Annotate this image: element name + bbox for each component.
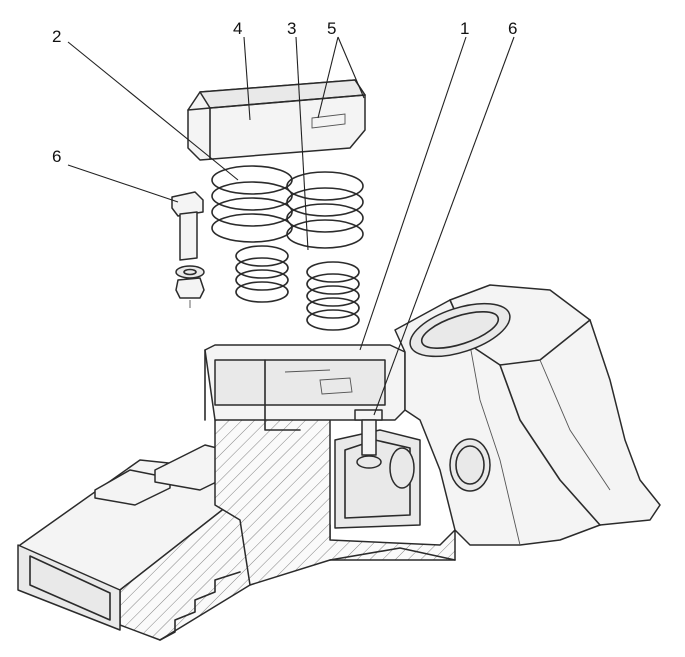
spring-outer-right bbox=[286, 171, 364, 249]
callout-1: 1 bbox=[460, 19, 469, 38]
wedge-cap bbox=[187, 79, 366, 161]
spring-inner-right bbox=[306, 261, 360, 331]
callout-4: 4 bbox=[233, 19, 242, 38]
callout-2: 2 bbox=[52, 27, 61, 46]
bolt-loose bbox=[171, 191, 205, 308]
bolt-installed bbox=[354, 409, 383, 469]
callout-3: 3 bbox=[287, 19, 296, 38]
housing-body bbox=[17, 284, 661, 641]
spring-outer-left bbox=[211, 165, 293, 243]
callout-5: 5 bbox=[327, 19, 336, 38]
callout-leaders bbox=[67, 36, 515, 416]
callout-6-right: 6 bbox=[508, 19, 517, 38]
spring-inner-left bbox=[235, 245, 289, 303]
callout-6-left: 6 bbox=[52, 147, 61, 166]
callout-labels: 2 4 3 5 1 6 6 bbox=[52, 19, 517, 166]
